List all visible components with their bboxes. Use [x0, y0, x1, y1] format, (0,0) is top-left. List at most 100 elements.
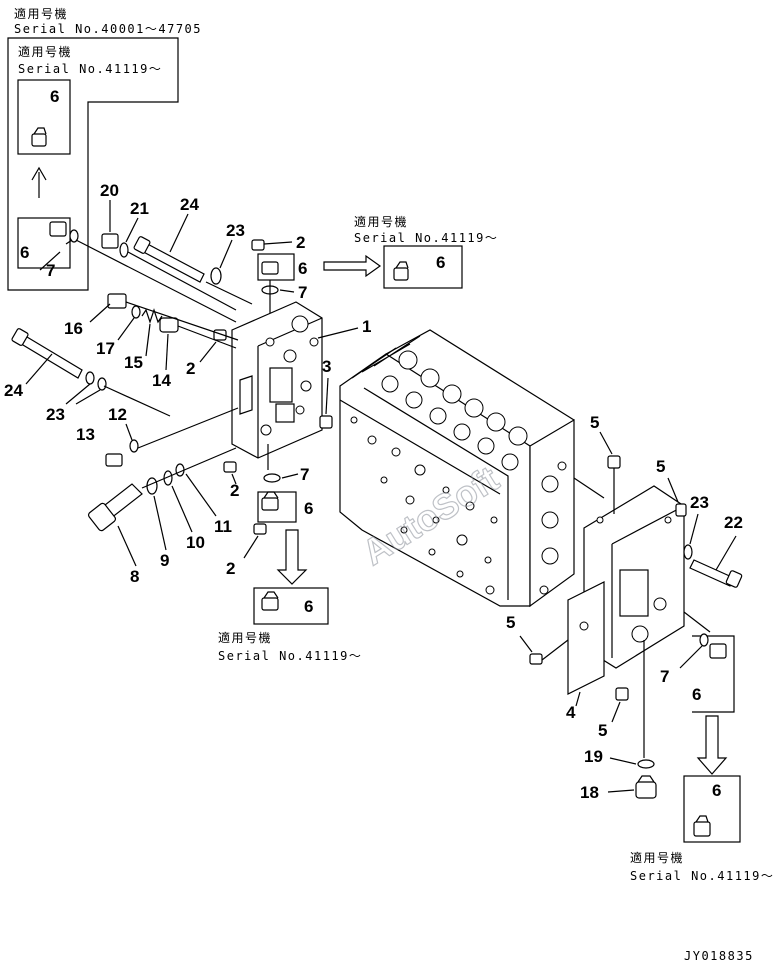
assembly-lines-top: [75, 239, 253, 323]
arrow-down-icon: [276, 529, 308, 585]
part-7-right-oring: [679, 633, 709, 669]
main-control-valve-block: [339, 329, 575, 608]
serial-note-box-b-serial: Serial No.41119～: [354, 231, 498, 245]
part-16-plug: [89, 293, 127, 323]
callout-12: 12: [108, 405, 127, 424]
callout-5-b: 5: [656, 457, 665, 476]
serial-note-box-d-title: 適用号機: [630, 850, 684, 865]
serial-note-top-title: 適用号機: [14, 6, 68, 21]
part-10-ring: [163, 470, 193, 533]
callout-24-top: 24: [180, 195, 199, 214]
plug-box-bottom: [253, 587, 329, 625]
part-12-oring: [125, 423, 139, 453]
part-6-mid-plug: [261, 491, 279, 511]
callout-23-top: 23: [226, 221, 245, 240]
part-15-spring: [141, 308, 163, 357]
callout-16: 16: [64, 319, 83, 338]
applicability-frame-top: [7, 37, 179, 291]
plug-icon: [31, 127, 47, 147]
serial-note-box-c: 適用号機 Serial No.41119～: [218, 630, 362, 663]
callout-5-a: 5: [590, 413, 599, 432]
callout-7-right: 7: [660, 667, 669, 686]
part-2-low-plug: [223, 461, 237, 485]
callout-13: 13: [76, 425, 95, 444]
plug-box-right: [683, 775, 741, 843]
callout-11: 11: [214, 517, 232, 536]
arrow-up-icon: [31, 166, 47, 198]
callout-2-mid: 2: [186, 359, 195, 378]
serial-note-box-a: 適用号機 Serial No.41119～: [18, 44, 162, 76]
part-7-top: [261, 285, 295, 295]
serial-note-top: 適用号機 Serial No.40001～47705: [14, 6, 202, 36]
plug-icon-box-d: [693, 815, 711, 837]
part-5-d: [611, 687, 629, 723]
plug-box-old: [17, 217, 71, 269]
callout-6-box-new: 6: [50, 87, 59, 106]
callout-6-box-right-top: 6: [436, 253, 445, 272]
callout-7-box-old: 7: [46, 261, 55, 280]
plug-box-right-top: [383, 245, 463, 289]
serial-note-box-d-serial: Serial No.41119～: [630, 869, 774, 883]
assembly-lines-right: [573, 477, 605, 707]
assembly-lines-left-low: [103, 385, 239, 449]
part-5-b: [667, 477, 687, 517]
callout-6-mid: 6: [304, 499, 313, 518]
serial-note-box-c-title: 適用号機: [218, 630, 272, 645]
callout-22: 22: [724, 513, 743, 532]
callout-5-c: 5: [506, 613, 515, 632]
callout-2-bot: 2: [226, 559, 235, 578]
callout-6-box-old: 6: [20, 243, 29, 262]
callout-5-d: 5: [598, 721, 607, 740]
serial-note-box-b-title: 適用号機: [354, 214, 408, 229]
drawing-code: JY018835: [684, 949, 754, 963]
part-4-end-section: [567, 485, 685, 695]
part-24-long-bolt-top: [133, 213, 205, 283]
leader-1: [317, 327, 359, 339]
part-17-oring: [117, 305, 141, 341]
callout-6-top: 6: [298, 259, 307, 278]
assembly-lines-left: [125, 301, 239, 349]
callout-8: 8: [130, 567, 139, 586]
leader-7-a: [39, 239, 73, 271]
serial-note-box-b: 適用号機 Serial No.41119～: [354, 214, 498, 245]
plug-icon-box-b: [393, 261, 409, 281]
callout-23-left: 23: [46, 405, 65, 424]
callout-20: 20: [100, 181, 119, 200]
arrow-right-icon: [323, 254, 382, 278]
serial-note-top-serial: Serial No.40001～47705: [14, 22, 202, 36]
part-23-washers-left: [65, 371, 107, 405]
callout-17: 17: [96, 339, 115, 358]
arrow-down-right-icon: [696, 715, 728, 775]
part-7-mid-oring: [263, 473, 299, 483]
part-8-valve-cartridge: [87, 483, 143, 567]
callout-21: 21: [130, 199, 149, 218]
serial-note-box-a-serial: Serial No.41119～: [18, 62, 162, 76]
part-21-oring: [119, 217, 139, 258]
callout-3: 3: [322, 357, 331, 376]
part-2-bot-plug: [243, 523, 267, 559]
callout-2-top: 2: [296, 233, 305, 252]
plug-with-oring-icon: [49, 221, 79, 243]
part-19-oring: [609, 757, 655, 769]
part-23-washer-top: [210, 239, 233, 285]
part-9-ring: [146, 477, 167, 551]
serial-note-box-a-title: 適用号機: [18, 44, 72, 59]
assembly-line-8: [141, 447, 237, 489]
part-13-plug: [105, 453, 123, 467]
callout-15: 15: [124, 353, 143, 372]
serial-note-box-c-serial: Serial No.41119～: [218, 649, 362, 663]
callout-23-right: 23: [690, 493, 709, 512]
plug-icon-box-c: [261, 591, 279, 611]
callout-7-mid: 7: [300, 465, 309, 484]
part-1-valve-section: [231, 301, 323, 459]
callout-9: 9: [160, 551, 169, 570]
assembly-line-right-plug: [683, 611, 711, 633]
callout-2-low: 2: [230, 481, 239, 500]
part-6-top: [261, 261, 279, 275]
callout-6-box-bottom: 6: [304, 597, 313, 616]
callout-19: 19: [584, 747, 603, 766]
part-5-c: [519, 635, 569, 665]
plug-box-new: [17, 79, 71, 155]
plug-group-box-top: [257, 253, 295, 281]
